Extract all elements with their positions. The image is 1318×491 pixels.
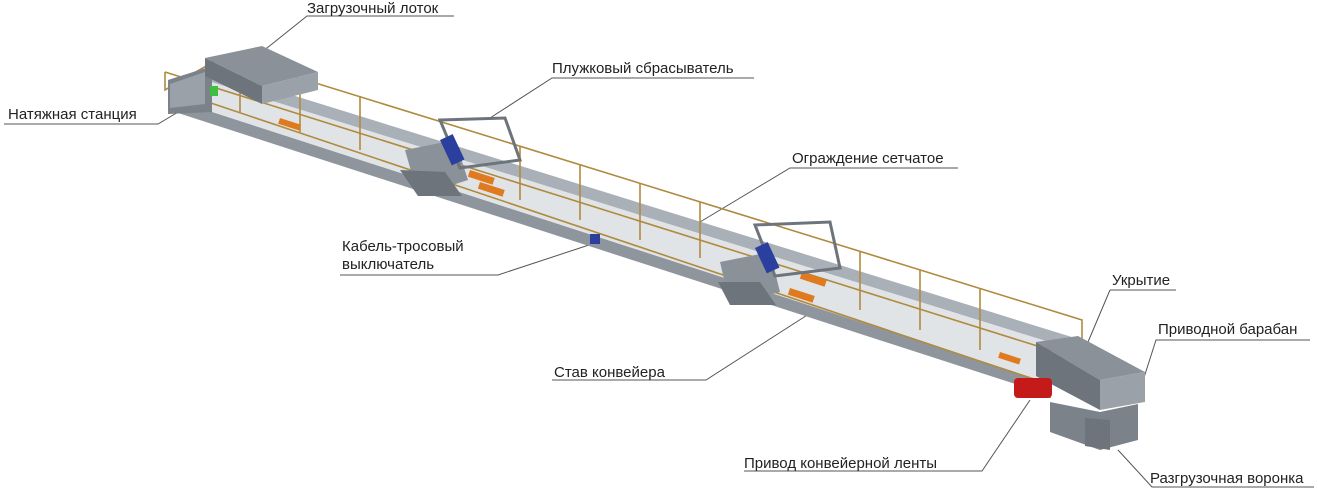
leader-discharge-hopper <box>1117 449 1314 488</box>
leader-lines <box>4 15 1314 488</box>
frame-left-rail <box>175 100 1040 392</box>
label-pull-cord-switch-line1: Кабель-тросовый <box>342 238 464 255</box>
label-plow-tripper: Плужковый сбрасыватель <box>552 60 734 77</box>
label-tension-station: Натяжная станция <box>8 106 137 123</box>
label-mesh-guard: Ограждение сетчатое <box>792 150 944 167</box>
leader-belt-drive <box>744 399 1031 472</box>
label-belt-drive: Привод конвейерной ленты <box>744 455 938 472</box>
label-discharge-hopper: Разгрузочная воронка <box>1150 470 1304 487</box>
label-pull-cord-switch-line2: выключатель <box>342 256 435 273</box>
label-cover: Укрытие <box>1112 272 1171 289</box>
label-pull-cord-switch: Кабель-тросовый выключатель <box>342 238 464 274</box>
idler-rollers <box>278 118 1021 365</box>
head-section <box>1014 336 1145 450</box>
tension-station <box>168 66 218 114</box>
leader-conveyor-frame <box>552 311 813 381</box>
belt-drive-motor <box>1014 378 1052 398</box>
cover-top <box>1036 336 1145 380</box>
leader-drive-pulley <box>1139 339 1310 391</box>
cover-front <box>1036 342 1100 410</box>
frame-belt-surface <box>175 80 1075 380</box>
label-drive-pulley: Приводной барабан <box>1158 321 1298 338</box>
conveyor-frame <box>175 68 1075 392</box>
loading-chute <box>205 46 318 104</box>
label-loading-chute: Загрузочный лоток <box>307 0 439 17</box>
cover-side <box>1100 372 1145 410</box>
label-conveyor-frame: Став конвейера <box>554 364 665 381</box>
plow-tripper-1 <box>400 116 523 196</box>
leader-plow-tripper <box>489 77 754 119</box>
plow-tripper-2 <box>718 220 842 305</box>
leader-pull-cord-switch <box>340 242 596 276</box>
leader-loading-chute <box>261 15 454 53</box>
leader-mesh-guard <box>699 167 958 223</box>
leader-cover-down <box>1087 289 1111 343</box>
pull-cord-switch <box>590 234 600 244</box>
